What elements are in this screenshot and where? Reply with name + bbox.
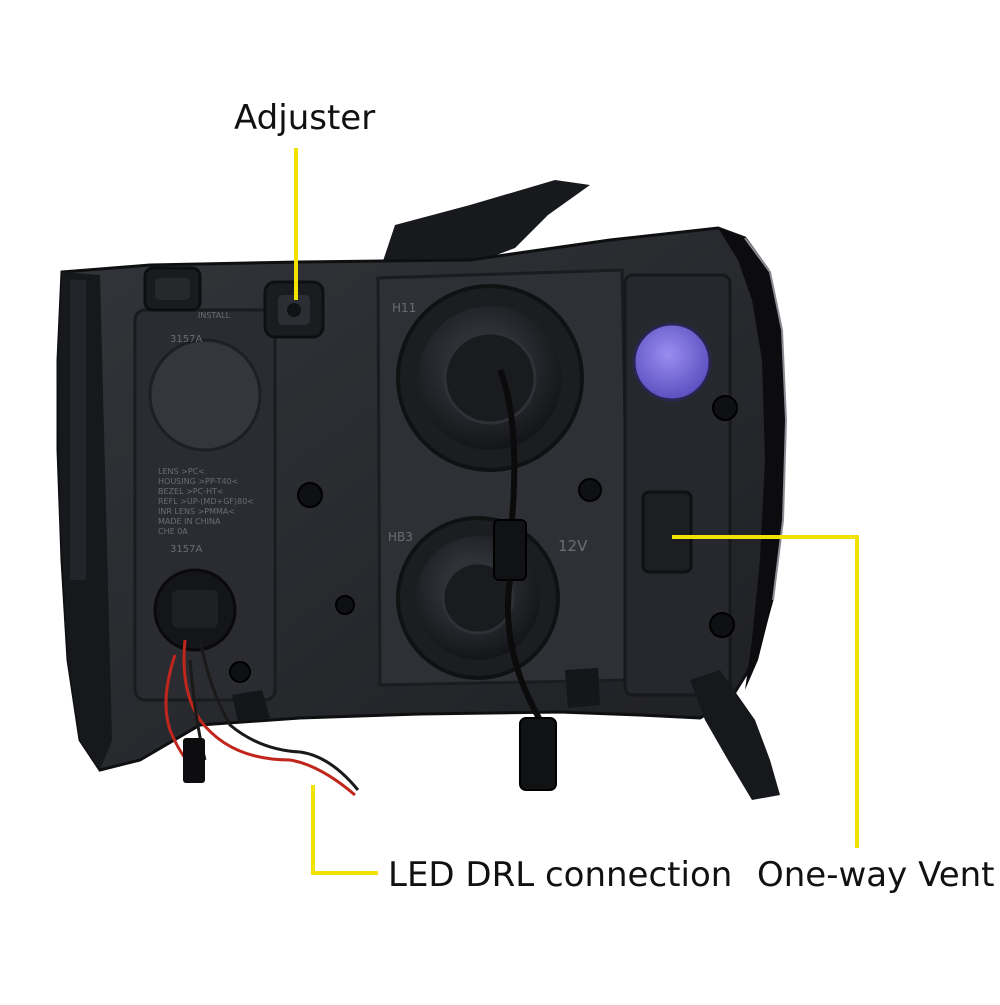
hb3-wire: [505, 579, 543, 722]
one-way-vent: [641, 490, 693, 574]
bulb-mark-top: 3157A: [170, 334, 202, 345]
bulb-plate: [148, 338, 262, 452]
right-lens-rim: [718, 228, 786, 690]
drl-socket: [153, 568, 237, 652]
vent-cap: [632, 322, 712, 402]
material-line-5: MADE IN CHINA: [158, 517, 221, 526]
hb3-mark: HB3: [388, 530, 413, 544]
callout-line-drl: [311, 785, 378, 875]
callout-line-vent: [672, 535, 859, 848]
material-line-0: LENS >PC<: [158, 467, 205, 476]
right-mount-tab: [690, 670, 780, 800]
material-line-6: CHE 0A: [158, 527, 188, 536]
bottom-bracket-mid: [565, 668, 600, 708]
left-frame-rib: [70, 280, 86, 580]
drl-wires: [164, 639, 360, 797]
top-bracket: [380, 180, 590, 270]
install-mark: INSTALL: [198, 311, 231, 320]
h11-wire: [497, 368, 518, 521]
screw-icon: [229, 395, 738, 683]
material-line-1: HOUSING >PP-T40<: [158, 477, 238, 486]
h11-lens-assembly: [396, 284, 584, 472]
material-line-3: REFL >UP-(MD+GF)80<: [158, 497, 254, 506]
lens-highlight: [744, 237, 788, 601]
hb3-lens-assembly: [396, 516, 560, 680]
callout-led-drl-connection: LED DRL connection: [388, 855, 733, 895]
callout-one-way-vent: One-way Vent: [757, 855, 995, 895]
adjuster-knob: [263, 280, 325, 339]
h11-mark: H11: [392, 301, 416, 315]
bottom-bracket-left: [232, 690, 270, 722]
voltage-mark: 12V: [558, 537, 588, 555]
material-line-4: INR LENS >PMMA<: [158, 507, 235, 516]
drl-plug: [183, 738, 205, 783]
callout-lines: [294, 148, 859, 875]
connector-h11: [493, 519, 527, 581]
callout-adjuster: Adjuster: [234, 98, 376, 138]
material-line-2: BEZEL >PC-HT<: [158, 487, 224, 496]
connector-hb3: [519, 717, 557, 791]
bulb-mark-bottom: 3157A: [170, 544, 202, 555]
